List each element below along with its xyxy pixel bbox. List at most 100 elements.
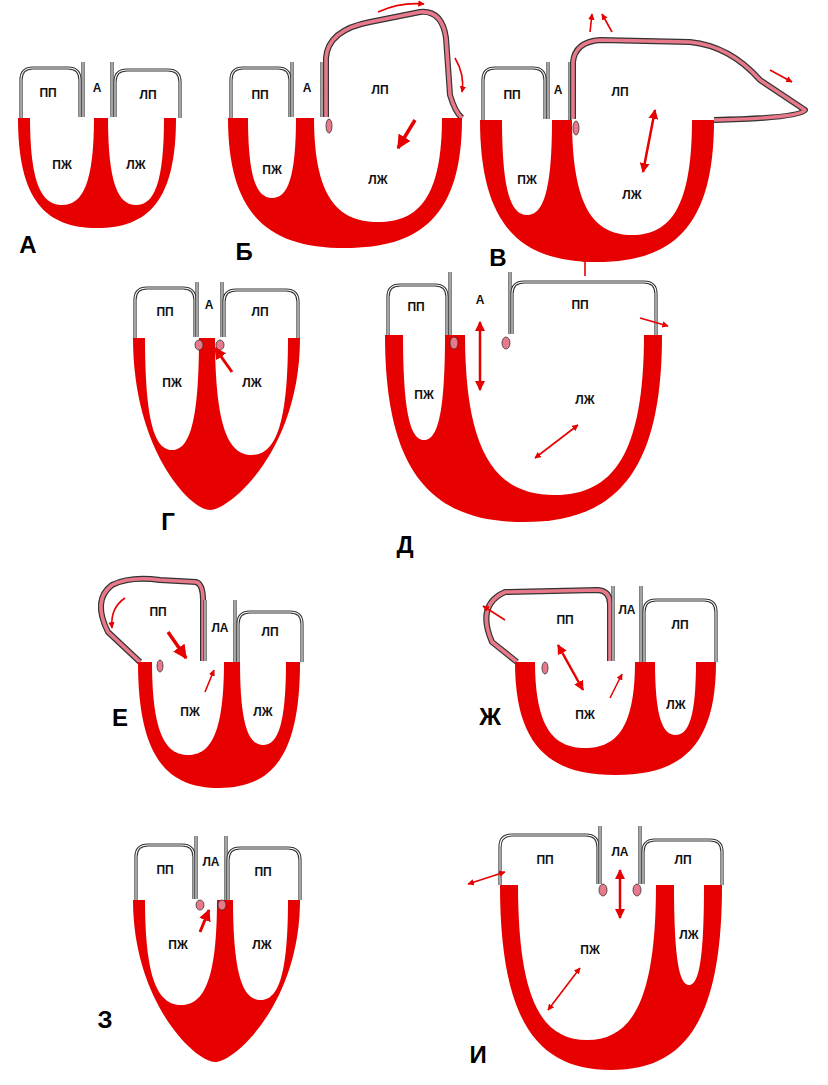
chamber-wall-inner bbox=[512, 282, 656, 335]
chamber-wall bbox=[613, 586, 641, 662]
chamber-label: ЛЖ bbox=[666, 699, 685, 711]
chamber-label: ЛП bbox=[671, 619, 688, 631]
valve-leaflet bbox=[502, 337, 510, 349]
flow-arrow bbox=[619, 870, 622, 918]
ventricle-cavity bbox=[465, 334, 644, 495]
chamber-label: ПЖ bbox=[262, 164, 281, 176]
chamber-label: ПЖ bbox=[168, 939, 187, 951]
flow-arrow bbox=[640, 318, 668, 326]
chamber-label: ПЖ bbox=[414, 389, 433, 401]
chamber-label: ПП bbox=[407, 301, 424, 313]
chamber-label: ПП bbox=[556, 614, 573, 626]
flow-arrow bbox=[590, 14, 592, 32]
chamber-label: ЛП bbox=[371, 84, 388, 96]
chamber-label: ЛЖ bbox=[242, 377, 261, 389]
panel-letter: В bbox=[489, 246, 506, 270]
ventricle-cavity bbox=[518, 884, 656, 1040]
chamber-label: ПП bbox=[536, 854, 553, 866]
chamber-label: ЛЖ bbox=[252, 939, 271, 951]
chamber-label: ПЖ bbox=[517, 174, 536, 186]
panel-letter: З bbox=[97, 1008, 112, 1032]
chamber-label: ЛП bbox=[611, 86, 628, 98]
chamber-wall-inner bbox=[83, 62, 112, 118]
chamber-label: ЛЖ bbox=[126, 159, 145, 171]
chamber-label: ПП bbox=[251, 89, 268, 101]
chamber-wall-inner bbox=[115, 70, 180, 118]
chamber-wall bbox=[500, 835, 598, 885]
valve-leaflet bbox=[218, 900, 226, 910]
chamber-wall bbox=[196, 836, 226, 900]
flow-arrow bbox=[468, 872, 505, 884]
chamber-label: А bbox=[205, 299, 214, 311]
chamber-label: ЛА bbox=[211, 622, 228, 634]
flow-arrow bbox=[770, 70, 792, 82]
valve-leaflet bbox=[633, 884, 641, 896]
chamber-wall-inner bbox=[135, 288, 195, 338]
chamber-wall-inner bbox=[231, 68, 290, 118]
chamber-label: А bbox=[476, 294, 485, 306]
heart-schematic bbox=[483, 586, 716, 775]
flow-arrow bbox=[200, 910, 209, 932]
chamber-label: ПП bbox=[156, 306, 173, 318]
valve-leaflet bbox=[542, 662, 548, 674]
ventricle-cavity bbox=[30, 117, 94, 205]
chamber-label: ПЖ bbox=[162, 377, 181, 389]
ventricle-cavity bbox=[152, 661, 224, 755]
chamber-label: ЛП bbox=[139, 89, 156, 101]
chamber-label: ПЖ bbox=[580, 944, 599, 956]
chamber-wall-inner bbox=[613, 586, 641, 662]
flow-arrow bbox=[610, 674, 622, 698]
chamber-label: ПЖ bbox=[52, 159, 71, 171]
flow-arrow bbox=[602, 14, 612, 32]
chamber-label: ЛП bbox=[251, 306, 268, 318]
chamber-wall-inner bbox=[205, 600, 235, 662]
chamber-wall-inner bbox=[548, 62, 570, 120]
chamber-wall bbox=[101, 579, 203, 662]
chamber-label: А bbox=[554, 84, 563, 96]
chamber-label: ЛЖ bbox=[622, 189, 641, 201]
flow-arrow bbox=[584, 256, 586, 276]
chamber-label: ЛП bbox=[674, 854, 691, 866]
panel-letter: Ж bbox=[479, 705, 501, 729]
ventricle-myocardium bbox=[138, 662, 300, 788]
valve-leaflet bbox=[326, 119, 332, 133]
flow-arrow bbox=[548, 968, 580, 1010]
flow-arrow bbox=[378, 4, 424, 12]
heart-schematic bbox=[18, 62, 180, 228]
chamber-wall-inner bbox=[21, 68, 80, 118]
panel-letter: А bbox=[19, 233, 36, 257]
panel-letter: Д bbox=[396, 533, 413, 557]
chamber-wall-inner bbox=[136, 845, 194, 900]
chamber-label: ПП bbox=[571, 299, 588, 311]
ventricle-cavity bbox=[145, 899, 217, 1005]
chamber-label: ЛЖ bbox=[575, 394, 594, 406]
chamber-wall bbox=[292, 62, 322, 118]
ventricle-myocardium bbox=[500, 885, 722, 1070]
chamber-wall bbox=[224, 290, 298, 338]
ventricle-cavity bbox=[655, 661, 696, 735]
chamber-label: ПЖ bbox=[180, 706, 199, 718]
chamber-label: ЛА bbox=[202, 856, 219, 868]
flow-arrow bbox=[168, 632, 186, 658]
flow-arrow bbox=[398, 120, 415, 148]
panel-letter: Е bbox=[112, 706, 128, 730]
chamber-wall-inner bbox=[228, 848, 300, 900]
chamber-label: ПП bbox=[254, 866, 271, 878]
flow-arrow bbox=[215, 348, 232, 372]
ventricle-cavity bbox=[674, 884, 704, 985]
chamber-wall bbox=[512, 282, 656, 335]
chamber-wall-inner bbox=[238, 612, 302, 662]
chamber-wall bbox=[388, 285, 447, 335]
chamber-wall-inner bbox=[292, 62, 322, 118]
chamber-wall bbox=[573, 40, 805, 120]
ventricle-cavity bbox=[572, 119, 692, 235]
ventricle-myocardium bbox=[385, 335, 662, 522]
chamber-wall-inner bbox=[643, 840, 722, 885]
ventricle-cavity bbox=[403, 334, 445, 440]
chamber-wall-inner bbox=[486, 590, 610, 662]
heart-schematic bbox=[385, 256, 668, 522]
chamber-wall bbox=[136, 845, 194, 900]
flow-arrow bbox=[455, 58, 463, 92]
